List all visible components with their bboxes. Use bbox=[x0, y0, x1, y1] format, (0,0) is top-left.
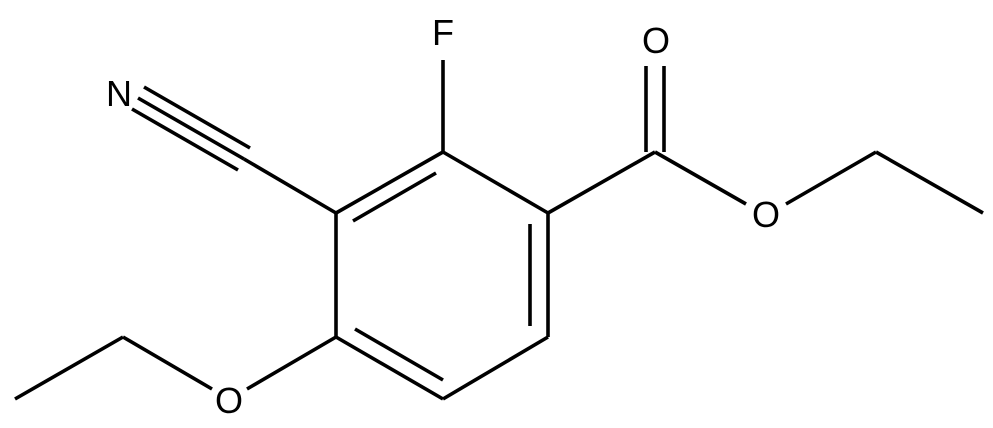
bond-ch2-ch3-ethoxy bbox=[14, 335, 124, 401]
fluorine-label: F bbox=[432, 12, 454, 53]
ring-bond-c2-c3-inner bbox=[352, 171, 437, 223]
carbonyl-oxygen-label: O bbox=[642, 20, 670, 61]
triple-bond-lower bbox=[131, 107, 239, 172]
nitrile-nitrogen-label: N bbox=[106, 73, 132, 114]
bond-c3-cn bbox=[243, 157, 337, 215]
bond-ester-oxygen-ch2 bbox=[785, 150, 877, 206]
ring-bond-c1-c2 bbox=[442, 150, 549, 215]
ring-bond-c4-c5 bbox=[335, 335, 444, 401]
ester-oxygen-label: O bbox=[752, 194, 780, 235]
bond-ch2-ch3-ester bbox=[875, 150, 984, 215]
bond-ether-oxygen-ch2 bbox=[122, 335, 213, 391]
triple-bond-center bbox=[137, 96, 245, 161]
ester-group bbox=[547, 66, 984, 215]
triple-bond-upper bbox=[143, 85, 251, 150]
bond-carbonyl-ester-oxygen bbox=[654, 150, 747, 206]
ether-oxygen-label: O bbox=[215, 380, 243, 421]
ring-bond-c5-c6 bbox=[442, 335, 549, 401]
benzene-ring bbox=[334, 150, 550, 401]
bond-c1-carbonyl-carbon bbox=[547, 150, 656, 215]
ring-bond-c2-c3 bbox=[335, 150, 444, 215]
bond-c4-ether-oxygen bbox=[246, 335, 337, 391]
nitrile-group bbox=[131, 85, 337, 215]
ethoxy-group bbox=[14, 335, 337, 401]
ring-bond-c4-c5-inner bbox=[354, 327, 444, 382]
